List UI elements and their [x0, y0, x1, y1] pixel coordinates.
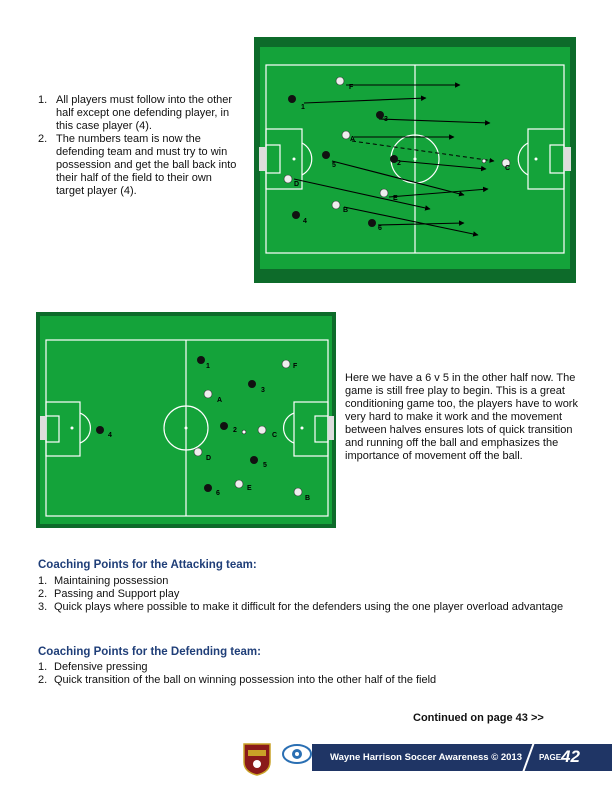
step-item: 1. All players must follow into the other… [38, 94, 238, 133]
player-label-a: A [350, 136, 355, 143]
footer-bar [312, 744, 612, 771]
players [283, 76, 511, 227]
player-label-1: 1 [206, 363, 210, 370]
item-text: Defensive pressing [54, 661, 148, 673]
player-label-5: 5 [332, 162, 336, 169]
club-crest-logo [243, 743, 271, 776]
item-text: Passing and Support play [54, 588, 180, 600]
player-label-4: 4 [108, 432, 112, 439]
player-label-1: 1 [301, 104, 305, 111]
player-label-3: 3 [261, 387, 265, 394]
item-text: Quick plays where possible to make it di… [54, 601, 564, 613]
player-label-c: C [505, 165, 510, 172]
page-label: PAGE [539, 753, 562, 762]
player-label-e: E [247, 485, 252, 492]
step-number: 1. [38, 94, 48, 106]
attacking-points-list: 1. Maintaining possession 2. Passing and S… [38, 575, 578, 614]
steps-list: 1. All players must follow into the other… [38, 94, 238, 198]
player-label-d: D [294, 181, 299, 188]
player-label-5: 5 [263, 462, 267, 469]
pitch-diagram-2: F 1 3A 4 2C D 5E 6B [36, 312, 336, 528]
player-label-3: 3 [384, 116, 388, 123]
player-label-4: 4 [303, 218, 307, 225]
page-number: 42 [561, 747, 580, 766]
player-label-c: C [272, 432, 277, 439]
soccer-awareness-logo [280, 738, 314, 776]
item-number: 2. [38, 588, 48, 600]
item-text: Maintaining possession [54, 575, 169, 587]
player-label-d: D [206, 455, 211, 462]
player-label-6: 6 [378, 225, 382, 232]
player-labels: F 1 3A 5 2C D E B 4 6 [294, 84, 510, 232]
player-label-a: A [217, 397, 222, 404]
list-item: 1. Defensive pressing [38, 661, 578, 674]
step-text: The numbers team is now the defending te… [56, 133, 237, 197]
continued-link[interactable]: Continued on page 43 >> [413, 712, 544, 724]
step-text: All players must follow into the other h… [56, 94, 233, 132]
eye-icon [282, 744, 312, 764]
footer-copyright: Wayne Harrison Soccer Awareness © 2013 [330, 752, 522, 763]
explanation-paragraph: Here we have a 6 v 5 in the other half n… [345, 372, 578, 462]
list-item: 2. Passing and Support play [38, 588, 578, 601]
movement-arrows [293, 82, 491, 237]
defending-points-list: 1. Defensive pressing 2. Quick transition … [38, 661, 578, 687]
item-number: 1. [38, 661, 48, 673]
step-item: 2. The numbers team is now the defending … [38, 133, 238, 198]
attacking-heading: Coaching Points for the Attacking team: [38, 559, 257, 571]
player-label-f: F [349, 84, 354, 91]
player-label-6: 6 [216, 490, 220, 497]
player-label-f: F [293, 363, 298, 370]
list-item: 1. Maintaining possession [38, 575, 578, 588]
player-label-b: B [305, 495, 310, 502]
item-number: 2. [38, 674, 48, 686]
step-number: 2. [38, 133, 48, 145]
item-number: 1. [38, 575, 48, 587]
player-label-b: B [343, 207, 348, 214]
defending-heading: Coaching Points for the Defending team: [38, 646, 261, 658]
player-label-2: 2 [397, 160, 401, 167]
item-text: Quick transition of the ball on winning … [54, 674, 437, 686]
players [96, 356, 303, 497]
player-label-e: E [393, 195, 398, 202]
list-item: 3. Quick plays where possible to make it … [38, 601, 578, 614]
player-label-2: 2 [233, 427, 237, 434]
list-item: 2. Quick transition of the ball on winnin… [38, 674, 578, 687]
item-number: 3. [38, 601, 48, 613]
player-labels: F 1 3A 4 2C D 5E 6B [108, 363, 310, 502]
pitch-diagram-1: F 1 3A 5 2C D E B 4 6 [254, 37, 576, 283]
